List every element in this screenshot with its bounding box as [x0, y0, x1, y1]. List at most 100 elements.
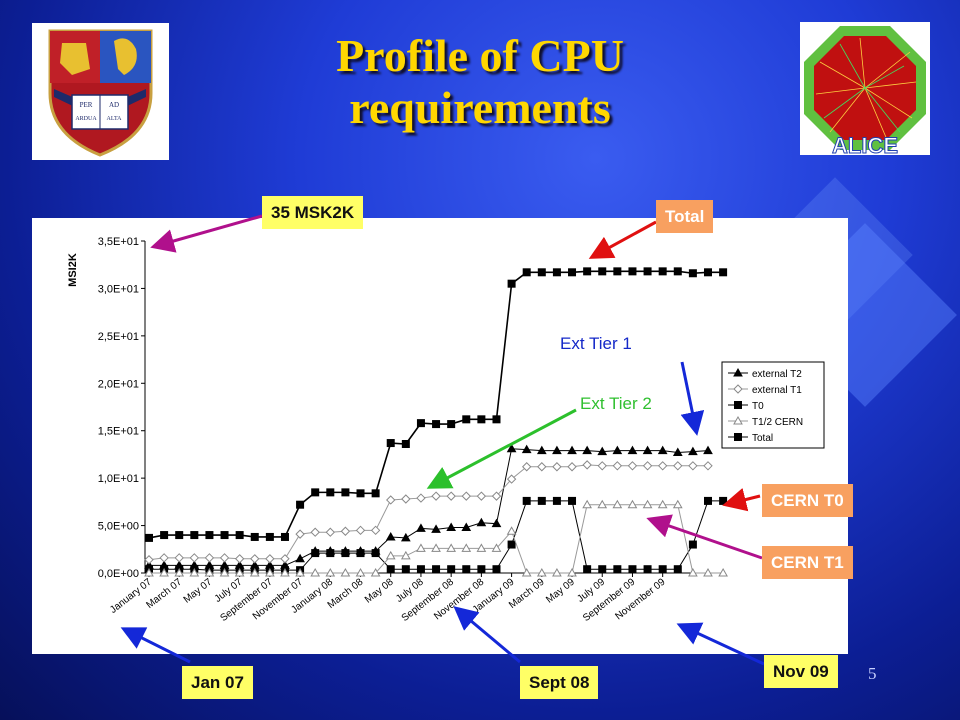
callout-cern-t0: CERN T0 — [762, 484, 853, 517]
data-point-external-t1 — [310, 527, 320, 537]
data-point-t1-2-cern — [461, 543, 472, 552]
data-point-t0 — [371, 549, 380, 558]
arrow-ext-tier1 — [680, 361, 705, 436]
data-point-total — [311, 488, 320, 497]
data-point-external-t1 — [703, 461, 713, 471]
data-point-t1-2-cern — [536, 567, 547, 577]
data-point-total — [145, 533, 153, 542]
y-tick-label: 1,5E+01 — [98, 426, 139, 438]
arrow-ext-tier2 — [426, 408, 577, 489]
data-point-total — [401, 439, 410, 448]
data-point-t1-2-cern — [582, 499, 592, 509]
data-point-external-t2 — [627, 445, 638, 455]
data-point-external-t1 — [446, 491, 456, 501]
data-point-external-t1 — [537, 462, 547, 472]
data-point-external-t2 — [295, 553, 305, 563]
data-point-external-t1 — [234, 554, 245, 564]
data-point-t0 — [658, 565, 667, 574]
data-point-total — [492, 415, 501, 424]
callout-nov09: Nov 09 — [764, 655, 838, 688]
data-point-external-t1 — [219, 553, 230, 563]
y-tick-label: 2,0E+01 — [98, 378, 139, 390]
data-point-t0 — [522, 496, 531, 505]
data-point-t1-2-cern — [416, 543, 426, 552]
series-external-t1 — [144, 460, 713, 565]
data-point-external-t2 — [476, 517, 487, 527]
data-point-external-t2 — [400, 532, 411, 542]
data-point-external-t2 — [672, 447, 683, 457]
data-point-external-t1 — [250, 554, 260, 564]
data-point-total — [220, 531, 229, 540]
data-point-external-t1 — [340, 526, 351, 536]
arrow-jan07 — [120, 627, 191, 664]
series-total — [145, 267, 728, 542]
legend-label: T0 — [752, 401, 764, 412]
data-point-t1-2-cern — [506, 526, 517, 535]
data-point-external-t1 — [431, 491, 441, 501]
data-point-total — [265, 532, 274, 541]
data-point-t1-2-cern — [400, 550, 411, 560]
data-point-external-t1 — [506, 474, 517, 484]
data-point-external-t1 — [627, 461, 638, 471]
data-point-total — [552, 268, 561, 277]
data-point-t1-2-cern — [672, 499, 683, 509]
data-point-t1-2-cern — [612, 499, 623, 509]
data-point-t1-2-cern — [234, 567, 245, 577]
data-point-external-t1 — [416, 493, 426, 503]
data-point-total — [326, 488, 335, 497]
data-point-external-t1 — [174, 553, 184, 563]
data-point-external-t1 — [265, 554, 275, 564]
data-point-total — [613, 267, 622, 276]
data-point-t1-2-cern — [370, 567, 381, 577]
legend-label: T1/2 CERN — [752, 417, 803, 428]
data-point-t1-2-cern — [521, 567, 532, 577]
y-tick-label: 2,5E+01 — [98, 331, 139, 343]
data-point-t0 — [628, 565, 637, 574]
data-point-total — [386, 439, 395, 448]
data-point-t1-2-cern — [280, 567, 290, 577]
data-point-total — [673, 267, 682, 276]
arrow-nov09 — [676, 622, 765, 666]
data-point-external-t2 — [642, 445, 653, 455]
data-point-t1-2-cern — [718, 567, 728, 577]
callout-cern-t1: CERN T1 — [762, 546, 853, 579]
data-point-total — [537, 268, 546, 277]
data-point-total — [296, 500, 305, 509]
data-point-external-t1 — [295, 529, 305, 539]
data-point-t1-2-cern — [703, 567, 713, 577]
data-point-total — [190, 531, 199, 540]
data-point-external-t1 — [325, 527, 336, 537]
data-point-t1-2-cern — [219, 567, 230, 577]
data-point-total — [568, 268, 577, 277]
data-point-t1-2-cern — [446, 543, 457, 552]
data-point-t0 — [386, 565, 395, 574]
data-point-external-t2 — [416, 523, 426, 532]
data-point-t1-2-cern — [144, 567, 154, 577]
data-point-t1-2-cern — [552, 567, 562, 577]
data-point-external-t2 — [385, 531, 396, 541]
data-point-external-t2 — [552, 445, 562, 455]
data-point-t0 — [356, 549, 365, 558]
data-point-total — [175, 531, 184, 540]
slide-title: Profile of CPU requirements — [336, 30, 624, 133]
data-point-total — [522, 268, 531, 277]
data-point-total — [477, 415, 486, 424]
data-point-external-t1 — [461, 491, 471, 501]
data-point-external-t1 — [355, 525, 366, 536]
arrow-sept08 — [453, 606, 521, 664]
data-point-external-t1 — [386, 495, 396, 505]
data-point-external-t1 — [612, 461, 623, 471]
data-point-t0 — [583, 565, 592, 574]
callout-jan07: Jan 07 — [182, 666, 253, 699]
data-point-external-t1 — [552, 462, 562, 472]
data-point-total — [719, 268, 728, 277]
data-point-external-t1 — [370, 525, 381, 536]
data-point-total — [704, 268, 712, 277]
arrow-max — [150, 214, 263, 253]
data-point-t1-2-cern — [688, 567, 698, 577]
data-point-t1-2-cern — [174, 567, 185, 577]
